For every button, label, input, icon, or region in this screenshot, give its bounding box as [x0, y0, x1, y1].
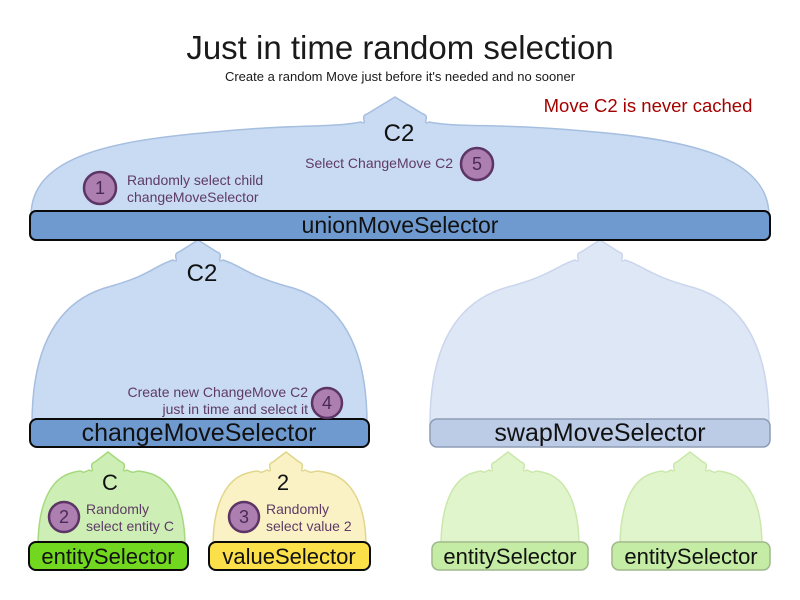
value-selector-bar — [208, 541, 371, 571]
step-5: Select ChangeMove C2 5 — [305, 146, 495, 182]
faded-entity-selector-bar-1 — [431, 541, 589, 571]
step-1-text-line2: changeMoveSelector — [127, 189, 259, 205]
entity-selector-label: entitySelector — [41, 544, 174, 569]
step-2-number: 2 — [59, 507, 69, 527]
step-1-number: 1 — [95, 178, 105, 198]
stream-label-c2-top: C2 — [384, 120, 415, 147]
swap-move-selector-bar-faded — [429, 418, 771, 448]
step-5-number: 5 — [472, 154, 482, 174]
step-1-text-line1: Randomly select child — [127, 172, 263, 188]
step-4-text-line2: just in time and select it — [161, 401, 308, 417]
faded-entity-selector-label-2: entitySelector — [624, 544, 757, 569]
faded-entity-selector-label-1: entitySelector — [443, 544, 576, 569]
step-2: 2 Randomly select entity C — [47, 500, 174, 534]
stream-label-2: 2 — [277, 470, 289, 495]
step-5-badge — [459, 146, 495, 182]
swap-move-selector-label: swapMoveSelector — [494, 419, 705, 447]
step-1: 1 Randomly select child changeMoveSelect… — [82, 170, 263, 206]
step-2-text-line1: Randomly — [86, 501, 149, 517]
page-subtitle: Create a random Move just before it's ne… — [225, 69, 576, 84]
step-4-text-line1: Create new ChangeMove C2 — [127, 384, 308, 400]
never-cached-note: Move C2 is never cached — [544, 95, 753, 116]
stream-label-c: C — [102, 470, 118, 495]
step-4-number: 4 — [322, 393, 332, 413]
step-4-badge — [310, 386, 344, 420]
union-move-selector-label: unionMoveSelector — [302, 212, 499, 238]
entity-selector-bar — [28, 541, 189, 571]
step-3-number: 3 — [239, 507, 249, 527]
change-move-selector-label: changeMoveSelector — [82, 419, 317, 447]
change-move-selector-bar — [29, 418, 370, 448]
step-3-text-line1: Randomly — [266, 501, 329, 517]
swap-selection-stream-shape-faded — [429, 239, 770, 425]
step-2-badge — [47, 500, 81, 534]
union-selection-stream-shape — [30, 96, 770, 217]
page-title: Just in time random selection — [186, 29, 613, 66]
step-3-badge — [227, 500, 261, 534]
change-selection-stream-shape — [31, 239, 368, 425]
step-3: 3 Randomly select value 2 — [227, 500, 352, 534]
step-5-text: Select ChangeMove C2 — [305, 155, 453, 171]
stream-label-c2-mid: C2 — [187, 260, 218, 287]
step-1-badge — [82, 170, 118, 206]
step-3-text-line2: select value 2 — [266, 518, 352, 534]
faded-entity-stream-shape-2 — [619, 451, 763, 548]
value-selector-label: valueSelector — [222, 544, 355, 569]
faded-entity-selector-bar-2 — [611, 541, 771, 571]
step-4: Create new ChangeMove C2 just in time an… — [127, 384, 344, 420]
step-2-text-line2: select entity C — [86, 518, 174, 534]
faded-entity-stream-shape-1 — [440, 451, 580, 548]
union-move-selector-bar — [29, 210, 771, 241]
